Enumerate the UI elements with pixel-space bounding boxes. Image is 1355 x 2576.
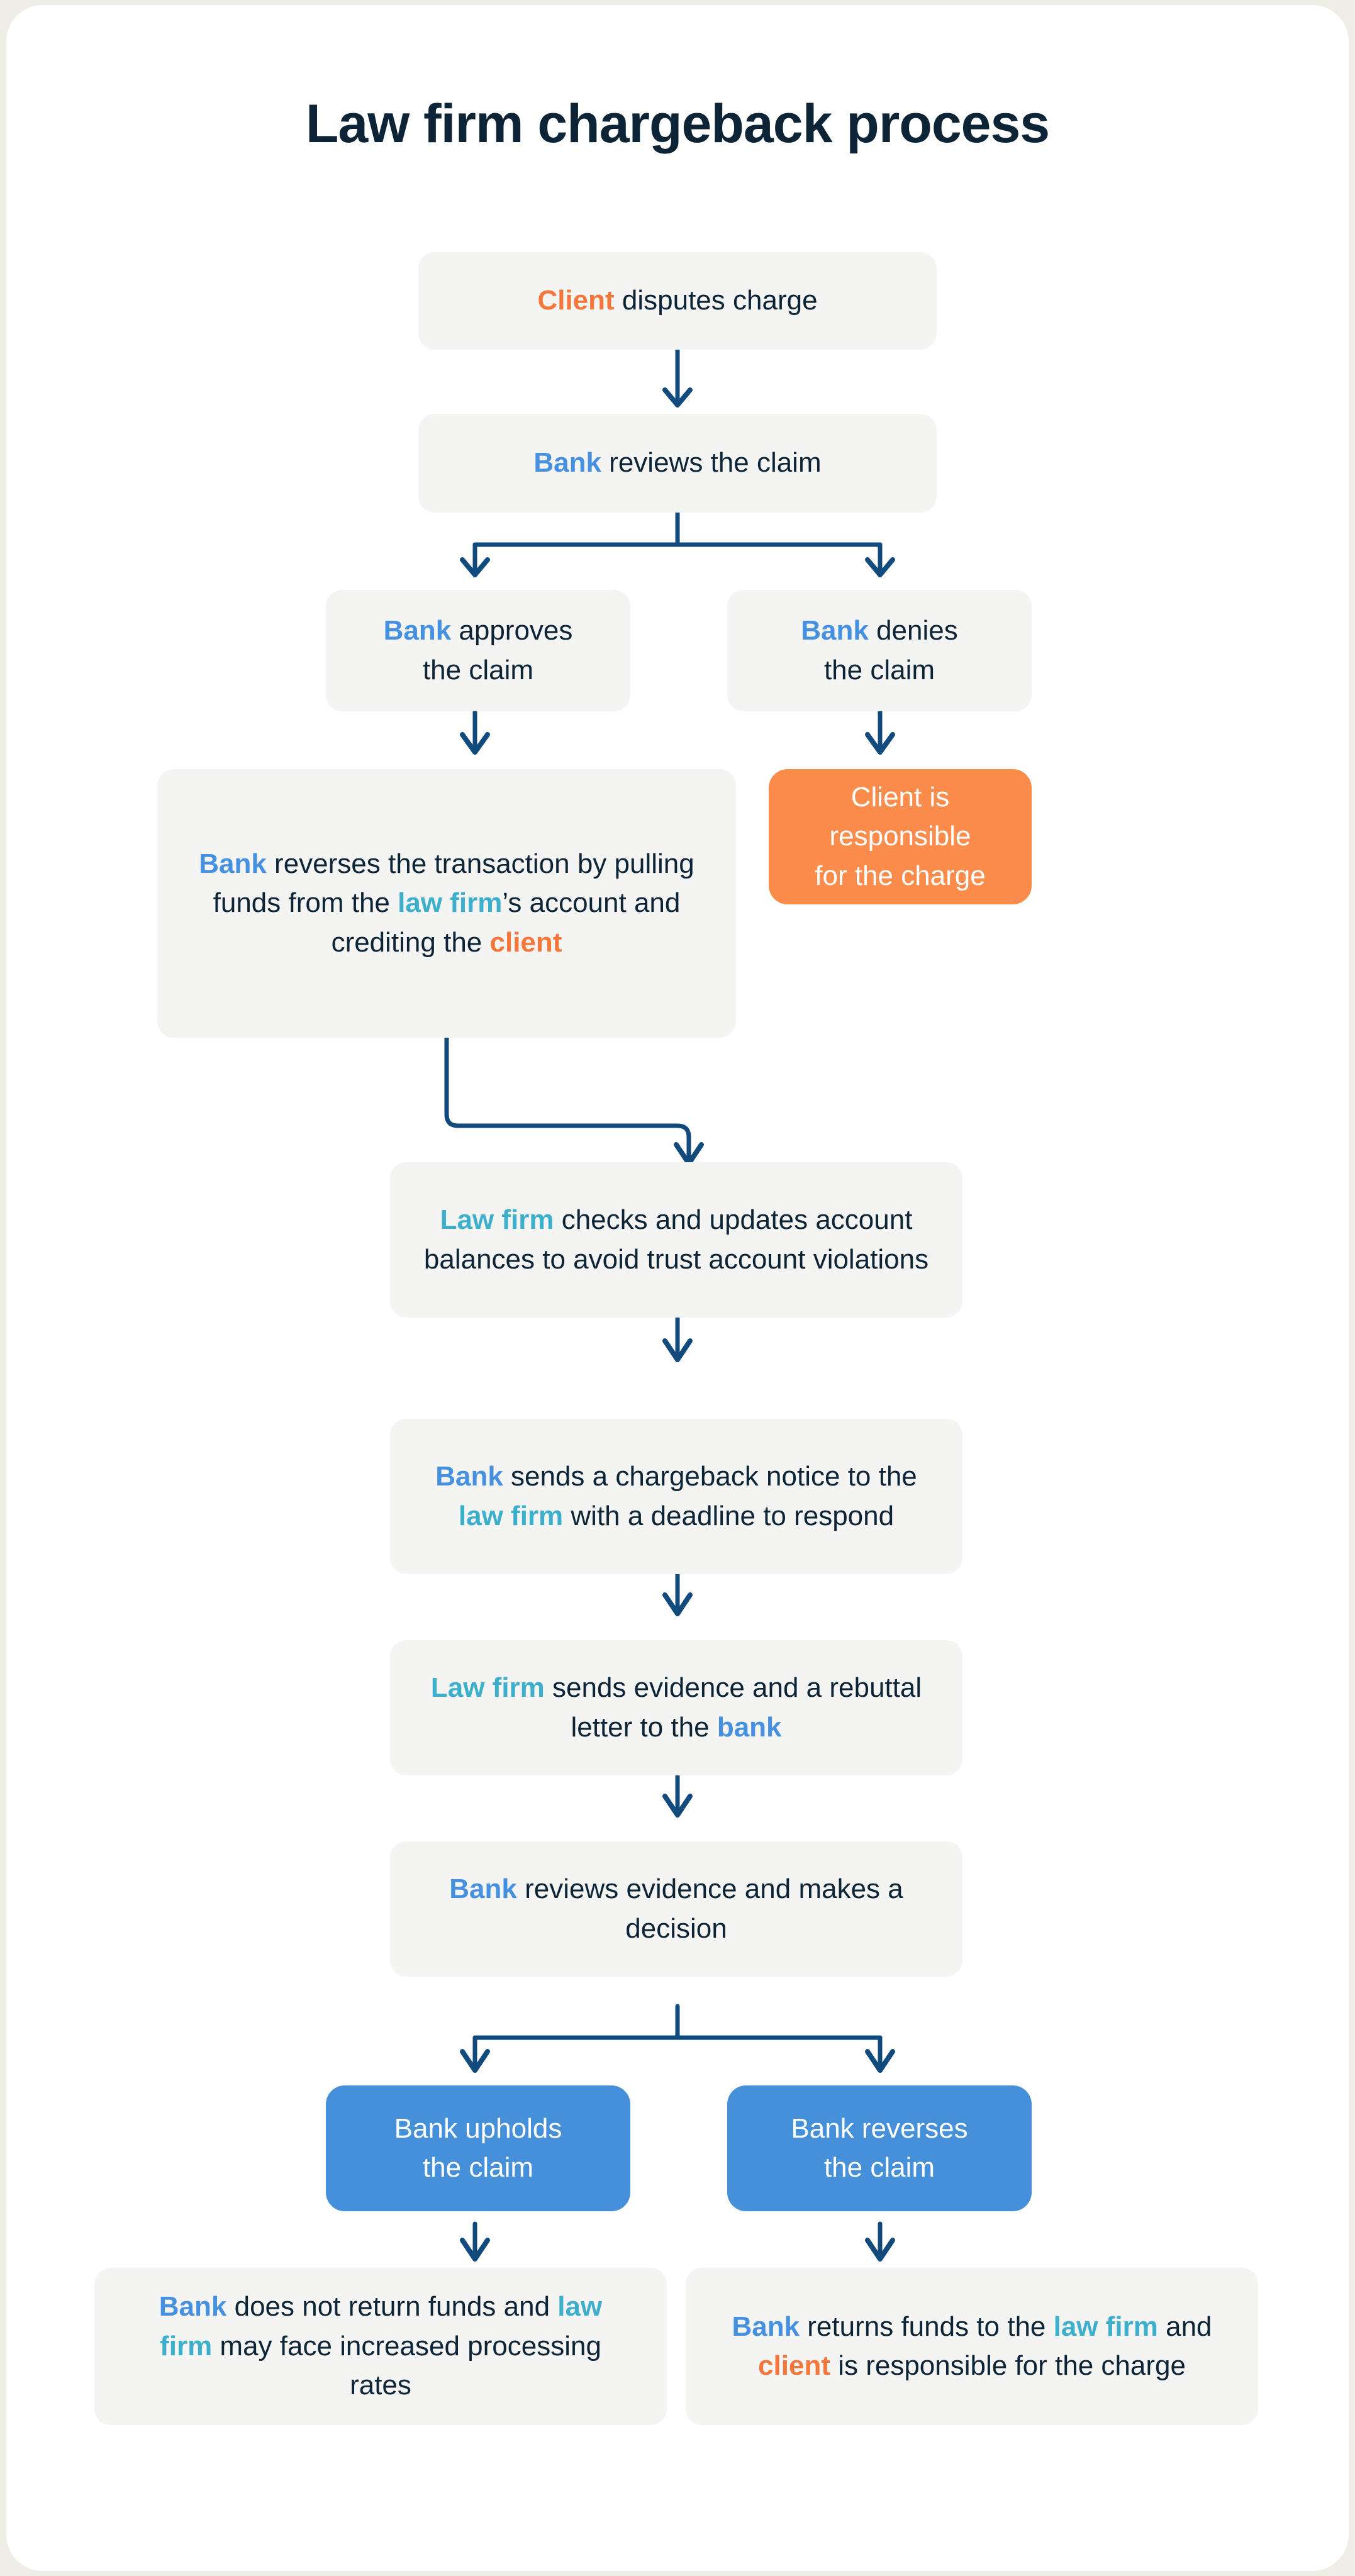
accent-bank: Bank [435,1461,503,1492]
accent-bank: Bank [159,2291,227,2323]
accent-bank: Bank [383,615,452,647]
accent-client: Client [537,285,615,316]
accent-lawfirm: Law firm [430,1672,545,1704]
node-text: Client disputes charge [537,285,818,316]
node-text: Bank reverses the transaction by pulling… [199,848,694,958]
accent-bank: Bank [533,447,601,479]
node-bank-returns-funds[interactable]: Bank returns funds to the law firm and c… [686,2268,1258,2425]
node-text: Bank sends a chargeback notice to the la… [435,1461,917,1531]
node-law-firm-checks-balances[interactable]: Law firm checks and updates account bala… [390,1162,962,1318]
node-text: Law firm checks and updates account bala… [423,1204,929,1275]
node-bank-reverses-transaction[interactable]: Bank reverses the transaction by pulling… [157,769,736,1038]
flowchart-card: Law firm chargeback process [6,5,1349,2571]
accent-bank: bank [717,1711,782,1743]
accent-lawfirm: law firm [160,2291,603,2362]
accent-lawfirm: law firm [458,1500,564,1531]
node-bank-sends-chargeback-notice[interactable]: Bank sends a chargeback notice to the la… [390,1419,962,1574]
node-bank-reviews-evidence[interactable]: Bank reviews evidence and makes a decisi… [390,1841,962,1977]
accent-bank: Bank [449,1874,517,1905]
accent-client: client [489,926,562,958]
node-law-firm-sends-evidence[interactable]: Law firm sends evidence and a rebuttal l… [390,1640,962,1775]
accent-lawfirm: law firm [398,887,503,919]
node-text: Bank does not return funds and law firm … [159,2291,603,2401]
node-text: Bank reviews the claim [533,447,822,479]
accent-lawfirm: law firm [1053,2311,1158,2342]
accent-lawfirm: Law firm [440,1204,554,1236]
node-text: Bank reviews evidence and makes a decisi… [449,1874,903,1944]
accent-bank: Bank [732,2311,800,2342]
node-bank-does-not-return-funds[interactable]: Bank does not return funds and law firm … [94,2268,667,2425]
node-client-disputes-charge[interactable]: Client disputes charge [418,252,937,350]
node-text: Bank returns funds to the law firm and c… [732,2311,1212,2381]
node-bank-reviews-claim[interactable]: Bank reviews the claim [418,414,937,513]
page-title: Law firm chargeback process [305,94,1050,154]
accent-bank: Bank [801,615,869,647]
accent-bank: Bank [199,848,267,879]
node-text: Law firm sends evidence and a rebuttal l… [430,1672,922,1743]
accent-client: client [758,2350,830,2381]
